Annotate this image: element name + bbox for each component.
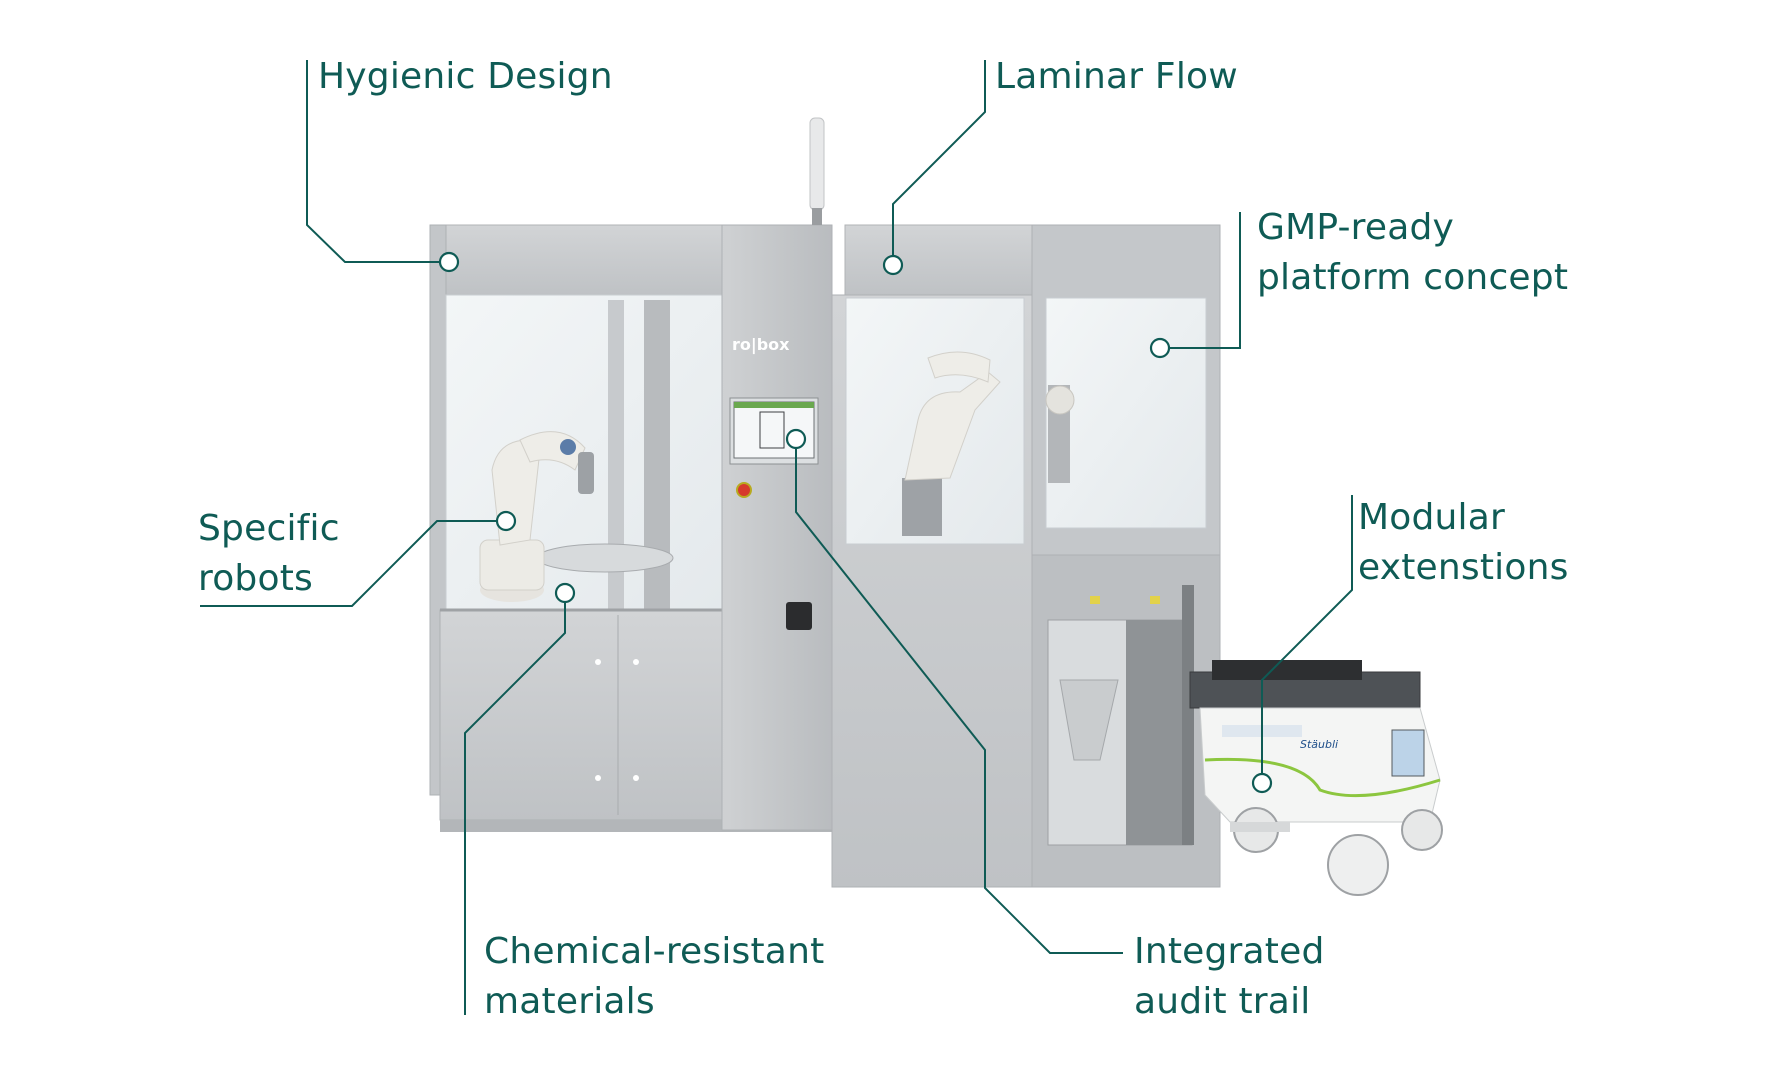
connector-port <box>786 602 812 630</box>
leader-audit-trail <box>795 440 1123 954</box>
callout-audit-trail-line-2: audit trail <box>1134 981 1311 1022</box>
signal-tower <box>809 117 825 211</box>
marker-audit-trail <box>785 428 807 450</box>
callout-chemical-resistant: Chemical-resistant materials <box>484 927 824 1027</box>
callout-chemical-resistant-line-2: materials <box>484 981 655 1022</box>
agv-brand-label: Stäubli <box>1300 738 1338 751</box>
hmi-screen <box>733 401 815 459</box>
robox-logo: ro|box <box>732 335 790 355</box>
left-robot <box>479 431 594 602</box>
callout-laminar-flow: Laminar Flow <box>995 52 1238 102</box>
callout-modular-extensions-line-1: Modular <box>1358 497 1506 538</box>
agv-wheel <box>1401 809 1443 851</box>
leader-hygienic-design <box>306 60 449 263</box>
callout-hygienic-design-line-1: Hygienic Design <box>318 56 613 97</box>
callout-audit-trail: Integrated audit trail <box>1134 927 1325 1027</box>
callout-modular-extensions-line-2: extenstions <box>1358 547 1569 588</box>
agv-cart: Stäubli <box>1189 660 1443 896</box>
emergency-stop-button[interactable] <box>736 482 752 498</box>
callout-chemical-resistant-line-1: Chemical-resistant <box>484 931 825 972</box>
leader-chemical-resistant <box>464 594 566 1015</box>
leader-specific-robots <box>200 520 506 607</box>
callout-gmp-ready: GMP-ready platform concept <box>1257 203 1568 303</box>
control-column <box>721 224 833 831</box>
conveyor-plate <box>536 543 674 573</box>
leader-laminar-flow <box>892 60 986 265</box>
left-internal-column-2 <box>608 300 624 610</box>
right-glass-enclosure-side <box>1045 297 1207 529</box>
agv-wheel <box>1327 834 1389 896</box>
callout-gmp-ready-line-1: GMP-ready <box>1257 207 1455 248</box>
callout-specific-robots-line-1: Specific <box>198 508 340 549</box>
marker-laminar-flow <box>882 254 904 276</box>
marker-specific-robots <box>495 510 517 532</box>
callout-specific-robots-line-2: robots <box>198 558 313 599</box>
callout-markers <box>438 251 1273 794</box>
leader-lines <box>200 60 1353 1015</box>
leader-modular-extensions <box>1261 495 1353 783</box>
callout-hygienic-design: Hygienic Design <box>318 52 613 102</box>
callout-modular-extensions: Modular extenstions <box>1358 493 1569 593</box>
left-header-panel <box>431 224 723 296</box>
callout-audit-trail-line-1: Integrated <box>1134 931 1325 972</box>
leader-gmp-ready <box>1167 212 1241 349</box>
right-robot <box>902 351 1075 536</box>
marker-hygienic-design <box>438 251 460 273</box>
machine-illustration: ro|box <box>429 117 1443 896</box>
marker-chemical-resistant <box>554 582 576 604</box>
agv-screen <box>1391 729 1425 777</box>
callout-laminar-flow-line-1: Laminar Flow <box>995 56 1238 97</box>
callout-specific-robots: Specific robots <box>198 504 340 604</box>
callout-gmp-ready-line-2: platform concept <box>1257 257 1569 298</box>
marker-gmp-ready <box>1149 337 1171 359</box>
marker-modular-extensions <box>1251 772 1273 794</box>
